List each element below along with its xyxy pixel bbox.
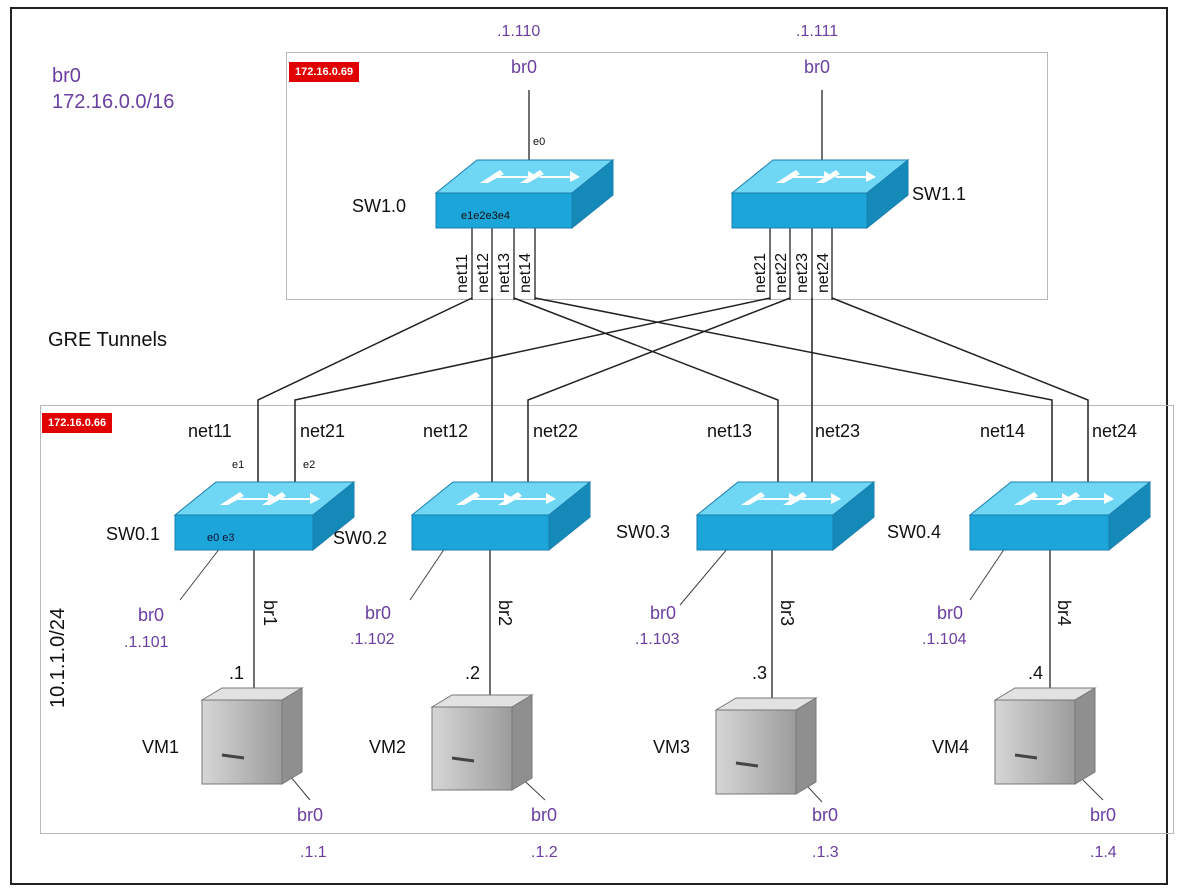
sw0-1-name: SW0.1 — [106, 524, 161, 544]
vm2-icon — [430, 694, 534, 791]
switch-sw1-0-icon — [434, 158, 615, 230]
vm4-ip: .4 — [1028, 663, 1044, 683]
switch-sw0-4-icon — [968, 480, 1152, 552]
sw1-1-net-1: net21 — [752, 252, 769, 293]
sw0-4-br0-ip: .1.104 — [922, 631, 967, 648]
host-box-top — [286, 52, 1048, 300]
sw0-4-name: SW0.4 — [887, 522, 942, 542]
vm2-br0-ip: .1.2 — [531, 844, 558, 861]
sw1-1-br: br0 — [804, 57, 831, 77]
switch-sw0-1-icon — [173, 480, 356, 552]
vm1-br0: br0 — [297, 805, 324, 825]
sw0-1-port-e2: e2 — [303, 459, 316, 471]
vm1-br0-ip: .1.1 — [300, 844, 327, 861]
vm4-br0: br0 — [1090, 805, 1117, 825]
vm4-icon — [993, 687, 1097, 785]
sw0-3-net-a: net13 — [707, 421, 753, 441]
sw1-0-name: SW1.0 — [352, 196, 407, 216]
sw0-1-br0: br0 — [138, 605, 165, 625]
vm1-icon — [200, 687, 304, 785]
sw0-2-net-b: net22 — [533, 421, 579, 441]
vm1-name: VM1 — [142, 737, 180, 757]
sw0-1-port-e1: e1 — [232, 459, 245, 471]
legend-subnet: 172.16.0.0/16 — [52, 91, 175, 113]
sw0-1-net-b: net21 — [300, 421, 346, 441]
sw0-3-name: SW0.3 — [616, 522, 671, 542]
outer-frame — [10, 7, 1168, 885]
sw0-4-net-a: net14 — [980, 421, 1026, 441]
bottom-subnet-label: 10.1.1.0/24 — [47, 607, 69, 708]
sw0-1-br: br1 — [260, 600, 280, 627]
sw0-1-ports-bottom: e0 e3 — [207, 532, 235, 544]
sw1-0-net-3: net13 — [496, 252, 513, 293]
sw0-3-br0: br0 — [650, 603, 677, 623]
sw0-3-br: br3 — [777, 600, 797, 627]
vm1-ip: .1 — [229, 663, 245, 683]
sw0-3-br0-ip: .1.103 — [635, 631, 680, 648]
gre-tunnels-label: GRE Tunnels — [48, 329, 167, 351]
vm2-br0: br0 — [531, 805, 558, 825]
sw1-0-net-2: net12 — [475, 252, 492, 293]
vm2-ip: .2 — [465, 663, 481, 683]
legend-bridge: br0 — [52, 65, 81, 87]
vm3-icon — [714, 697, 818, 795]
sw0-2-name: SW0.2 — [333, 528, 388, 548]
host-ip-tag-top: 172.16.0.69 — [289, 62, 360, 82]
sw1-0-net-4: net14 — [517, 252, 534, 293]
sw0-4-br: br4 — [1054, 600, 1074, 627]
sw1-0-net-1: net11 — [454, 254, 471, 293]
host-ip-tag-bottom: 172.16.0.66 — [42, 413, 113, 433]
gre-tunnels — [257, 297, 1089, 485]
vm3-br0: br0 — [812, 805, 839, 825]
sw0-1-net-a: net11 — [188, 421, 232, 441]
sw1-1-net-4: net24 — [815, 252, 832, 293]
vm3-ip: .3 — [752, 663, 768, 683]
sw1-0-br: br0 — [511, 57, 538, 77]
vm4-name: VM4 — [932, 737, 970, 757]
sw0-2-net-a: net12 — [423, 421, 469, 441]
sw1-1-net-2: net22 — [773, 252, 790, 293]
sw0-3-net-b: net23 — [815, 421, 861, 441]
vm3-br0-ip: .1.3 — [812, 844, 839, 861]
sw1-1-ip: .1.111 — [796, 23, 839, 40]
sw1-1-net-3: net23 — [794, 252, 811, 293]
sw1-0-ports: e1e2e3e4 — [461, 210, 510, 222]
vm2-name: VM2 — [369, 737, 407, 757]
switch-sw0-2-icon — [410, 480, 592, 552]
host-box-bottom — [40, 405, 1174, 834]
sw0-2-br0: br0 — [365, 603, 392, 623]
sw0-1-br0-ip: .1.101 — [124, 634, 169, 651]
sw0-2-br0-ip: .1.102 — [350, 631, 395, 648]
vm3-name: VM3 — [653, 737, 691, 757]
vm4-br0-ip: .1.4 — [1090, 844, 1117, 861]
sw0-4-net-b: net24 — [1092, 421, 1138, 441]
sw1-0-ip: .1.110 — [497, 23, 541, 40]
sw1-0-port-e0: e0 — [533, 136, 546, 148]
sw1-1-name: SW1.1 — [912, 184, 967, 204]
sw0-2-br: br2 — [495, 600, 515, 627]
switch-sw0-3-icon — [695, 480, 876, 552]
switch-sw1-1-icon — [730, 158, 910, 230]
sw0-4-br0: br0 — [937, 603, 964, 623]
